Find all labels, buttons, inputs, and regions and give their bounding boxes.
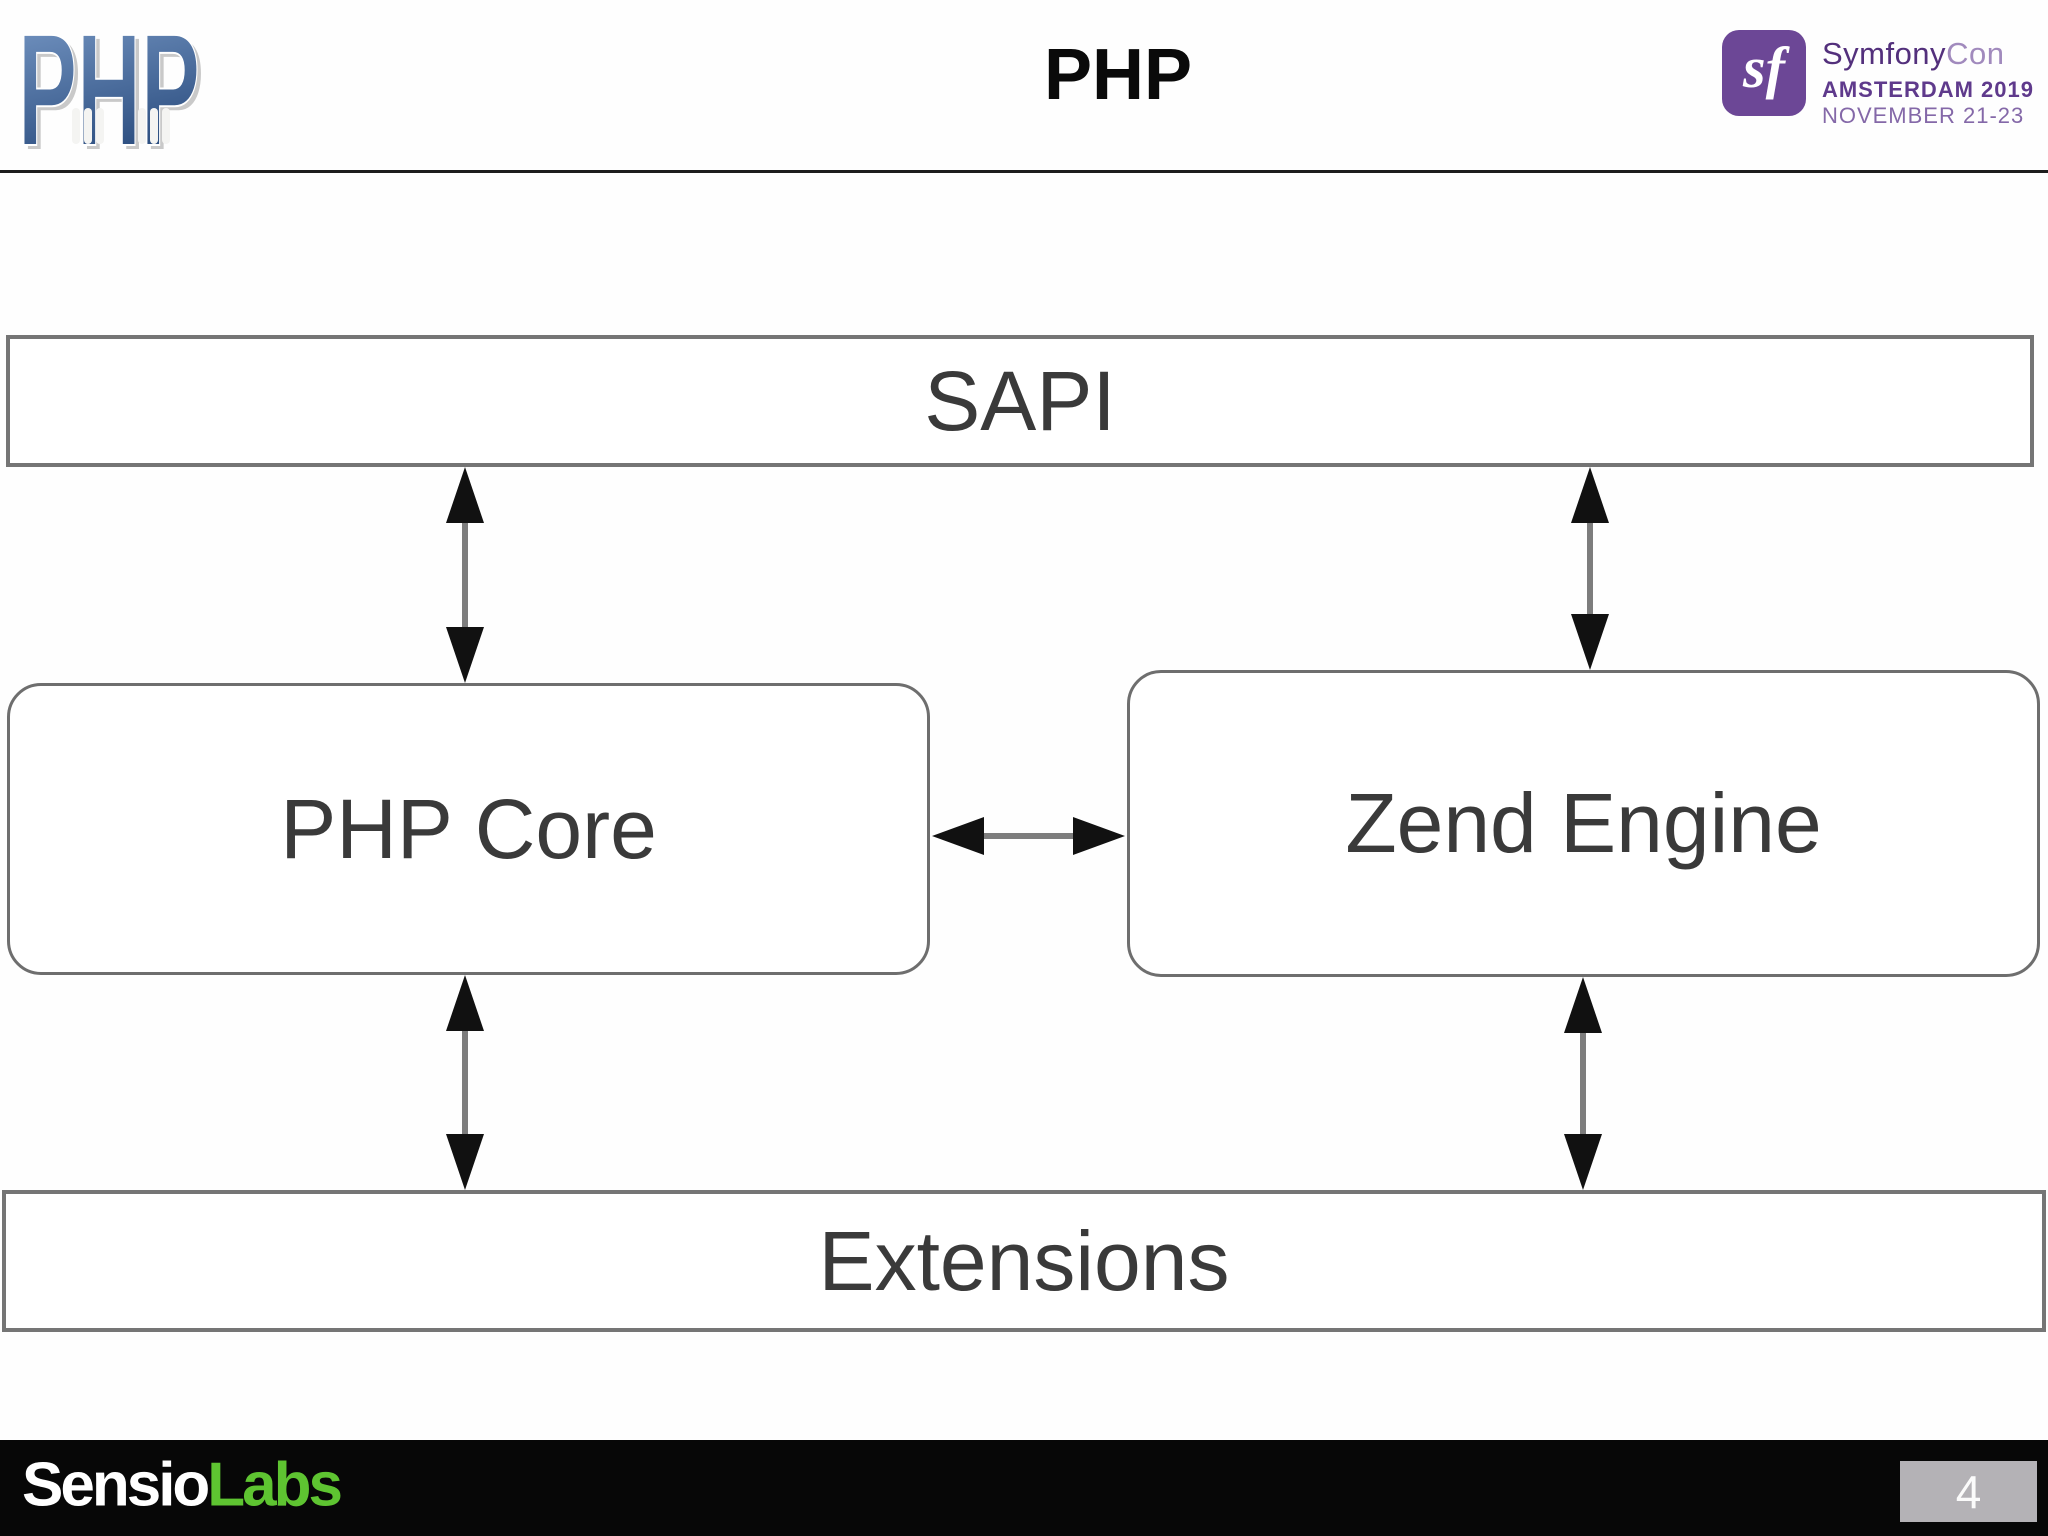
diagram-node-extensions: Extensions bbox=[2, 1190, 2046, 1332]
symfonycon-event-line: AMSTERDAM 2019 bbox=[1821, 76, 2034, 102]
diagram-node-php-core: PHP Core bbox=[7, 683, 930, 975]
symfonycon-date-line: NOVEMBER 21-23 bbox=[1821, 102, 2025, 128]
page-title: PHP bbox=[1044, 35, 1193, 115]
footer-bar: SensioLabs 4 bbox=[0, 1440, 2048, 1536]
header-divider bbox=[0, 170, 2048, 173]
php-logo-toes bbox=[72, 108, 170, 144]
arrow-phpcore-extensions bbox=[446, 975, 484, 1190]
sensiolabs-logo-labs: Labs bbox=[207, 1450, 343, 1520]
page-number: 4 bbox=[1900, 1461, 2037, 1522]
diagram-node-sapi: SAPI bbox=[6, 335, 2034, 467]
arrow-sapi-phpcore bbox=[446, 467, 484, 683]
sensiolabs-logo-sensio: Sensio bbox=[22, 1450, 210, 1520]
symfonycon-name: SymfonyCon bbox=[1821, 36, 2034, 71]
diagram-node-zend-engine: Zend Engine bbox=[1127, 670, 2040, 977]
symfonycon-name-secondary: Con bbox=[1946, 36, 2005, 71]
svg-text:PHP: PHP bbox=[22, 4, 202, 170]
sensiolabs-logo: SensioLabs bbox=[22, 1454, 343, 1517]
arrow-zend-extensions bbox=[1564, 977, 1602, 1190]
php-elephant-logo: PHP PHP bbox=[17, 2, 202, 170]
arrow-phpcore-zend bbox=[932, 817, 1125, 855]
php-logo-letters: PHP bbox=[18, 2, 200, 170]
symfony-sf-icon: sf bbox=[1721, 30, 1806, 116]
symfonycon-logo: sf SymfonyCon AMSTERDAM 2019 NOVEMBER 21… bbox=[1721, 30, 2034, 127]
arrow-sapi-zend bbox=[1571, 467, 1609, 670]
symfonycon-text: SymfonyCon AMSTERDAM 2019 NOVEMBER 21-23 bbox=[1822, 30, 2034, 127]
symfonycon-name-primary: Symfony bbox=[1821, 36, 1947, 71]
